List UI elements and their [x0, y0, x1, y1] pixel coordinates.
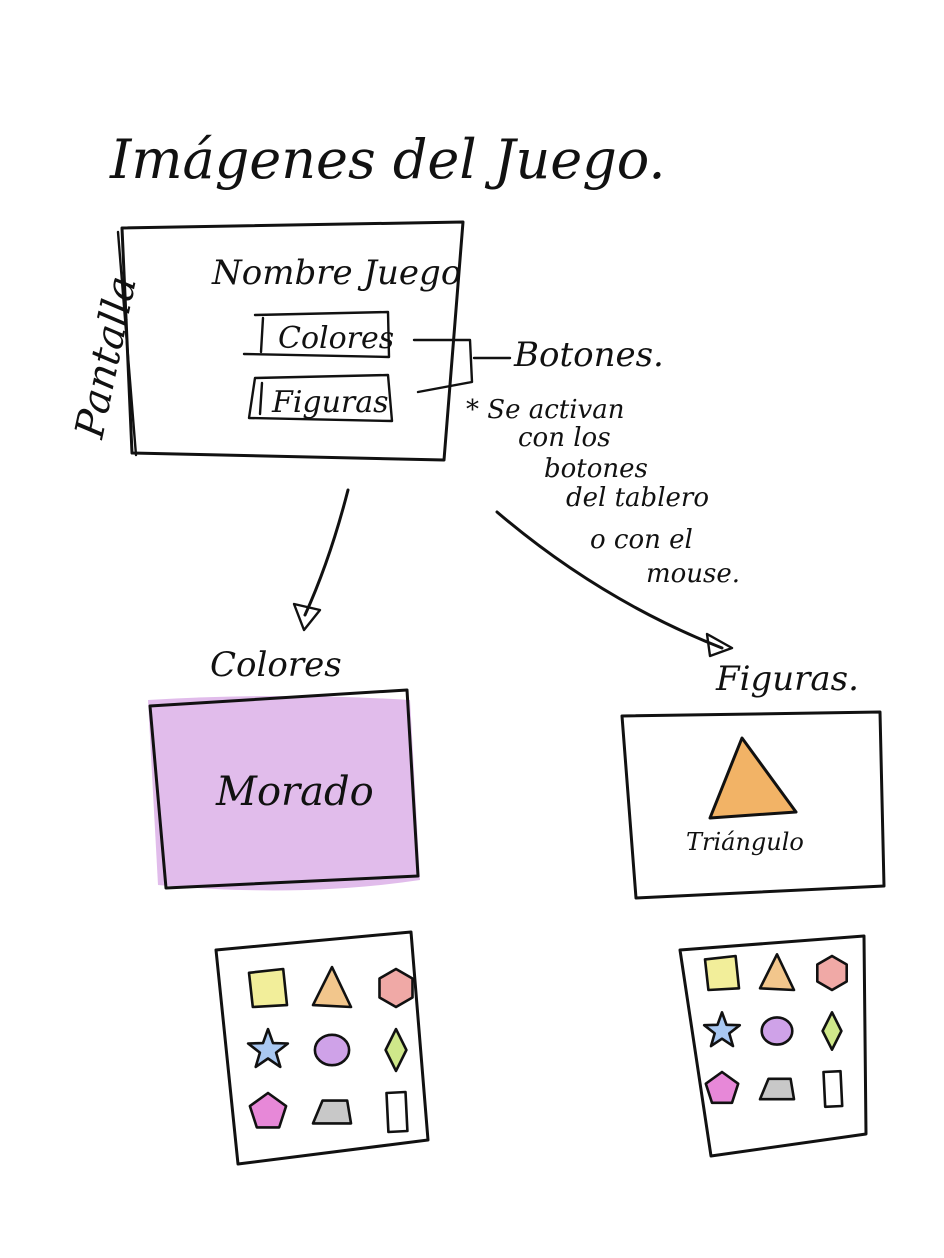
trapezoid-shape: [311, 1099, 353, 1125]
pentagon-shape: [248, 1091, 288, 1129]
colores-screen: Morado: [148, 688, 420, 891]
activation-note: * Se activan con los botones del tablero…: [466, 395, 740, 589]
game-name-label: Nombre Juego: [211, 253, 461, 293]
square-shape: [703, 954, 741, 992]
pentagon-shape: [704, 1070, 740, 1105]
diamond-shape: [821, 1010, 843, 1051]
board-left: [214, 930, 430, 1166]
hexagon-shape: [815, 954, 849, 992]
note-line-1: * Se activan: [466, 395, 625, 425]
board-right: [678, 934, 868, 1158]
figuras-button-label: Figuras: [271, 385, 389, 420]
triangle-shape: [311, 965, 353, 1009]
circle-shape: [313, 1033, 351, 1067]
hexagon-shape: [378, 967, 414, 1009]
figuras-screen: Triángulo: [620, 710, 886, 900]
square-shape: [247, 967, 289, 1009]
circle-shape: [760, 1016, 794, 1046]
note-line-5: o con el: [590, 525, 693, 555]
rectangle-shape: [822, 1069, 844, 1109]
botones-connector: [412, 338, 512, 394]
triangle-shape: [758, 952, 796, 992]
note-line-2: con los: [518, 423, 611, 453]
colores-screen-label: Colores: [210, 645, 342, 685]
colores-button-label: Colores: [278, 321, 394, 356]
star-shape: [246, 1027, 290, 1069]
note-line-4: del tablero: [566, 483, 709, 513]
figuras-screen-label: Figuras.: [715, 659, 859, 699]
triangle-shape: [708, 736, 798, 820]
note-line-6: mouse.: [646, 559, 740, 589]
diamond-shape: [384, 1027, 408, 1073]
rectangle-shape: [385, 1090, 409, 1134]
botones-label: Botones.: [513, 335, 664, 375]
note-line-3: botones: [544, 454, 648, 484]
shape-name-label: Triángulo: [686, 828, 804, 856]
colores-button[interactable]: Colores: [242, 310, 394, 359]
pantalla-screen: Pantalla Nombre Juego Colores Figuras: [67, 220, 465, 462]
star-shape: [702, 1010, 742, 1048]
figuras-button[interactable]: Figuras: [247, 373, 394, 423]
color-name-label: Morado: [215, 769, 374, 815]
arrow-to-figuras: [495, 510, 734, 658]
trapezoid-shape: [758, 1077, 796, 1101]
colores-fill: [148, 696, 420, 891]
arrow-to-colores: [292, 488, 350, 632]
page-title: Imágenes del Juego.: [109, 128, 666, 191]
